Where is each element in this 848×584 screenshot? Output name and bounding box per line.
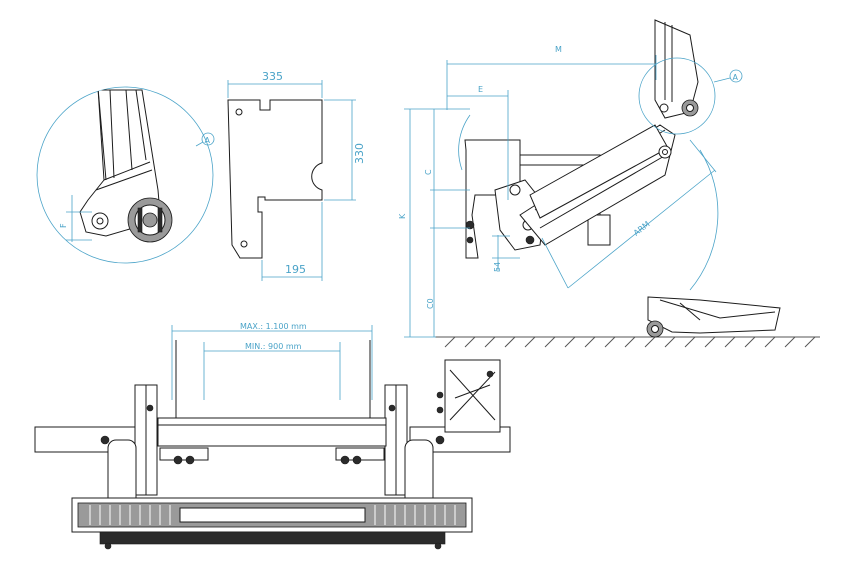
cross-beam	[157, 417, 387, 447]
detail-a-left-label: A	[205, 136, 211, 145]
dim-c0-label: C0	[426, 298, 435, 309]
width-min-label: MIN.: 900 mm	[245, 342, 302, 351]
detail-tag-a-left	[201, 132, 215, 146]
ground-hatching	[444, 336, 816, 348]
dim-e-label: E	[478, 85, 483, 94]
detail-a-view: F A	[36, 86, 215, 264]
detail-tag-a-right	[729, 69, 743, 83]
dim-arm-label: ARM	[632, 219, 652, 237]
dim-m-label: M	[555, 45, 562, 54]
mounting-plate-view: 335 330 195	[227, 70, 366, 281]
dim-335-label: 335	[262, 70, 283, 83]
detail-a-marker	[638, 57, 716, 135]
dim-f-label: F	[59, 223, 68, 228]
detail-a-circle	[36, 86, 214, 264]
side-view: A M E K C C0 54 ARM	[398, 19, 820, 348]
dim-c-label: C	[424, 169, 433, 175]
width-max-label: MAX.: 1.100 mm	[240, 322, 307, 331]
dim-330-label: 330	[353, 143, 366, 164]
dim-195-label: 195	[285, 263, 306, 276]
dim-k-label: K	[398, 213, 407, 219]
detail-a-right-label: A	[733, 73, 739, 82]
dim-54-label: 54	[493, 262, 502, 272]
front-view: MAX.: 1.100 mm MIN.: 900 mm	[34, 322, 511, 550]
mounting-plate	[227, 99, 323, 259]
